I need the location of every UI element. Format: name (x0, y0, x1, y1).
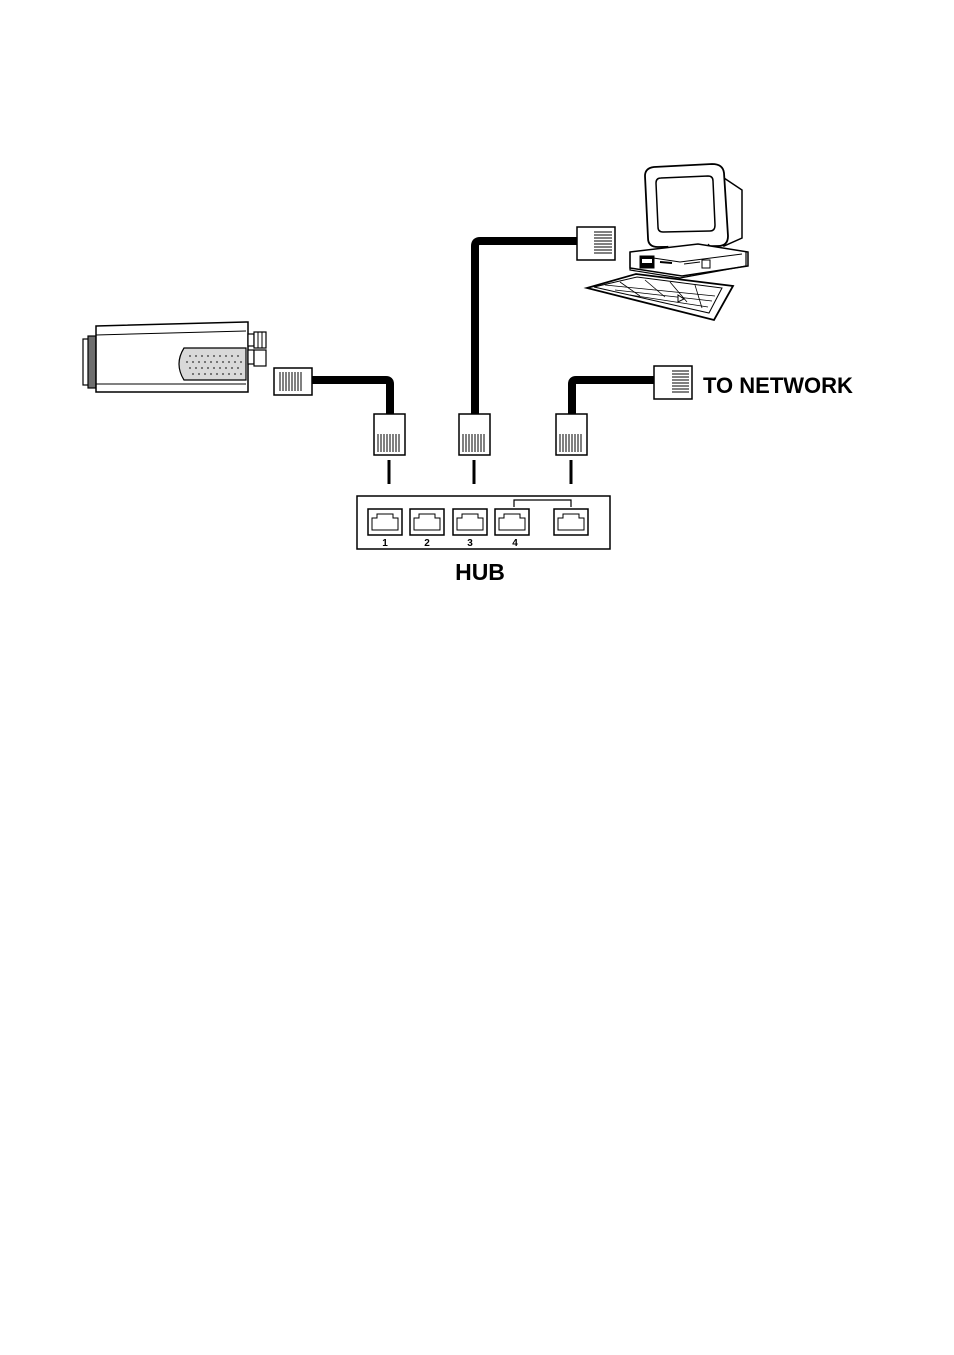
hub-port-1 (368, 509, 402, 535)
rj45-plug-icon (577, 227, 615, 260)
hub-port-number: 4 (512, 538, 518, 549)
rj45-plug-icon (459, 414, 490, 455)
hub-port-uplink (554, 509, 588, 535)
hub-port-number: 2 (424, 538, 430, 549)
network-hub-icon: 1 2 3 4 (357, 496, 610, 549)
rj45-plug-icon (654, 366, 692, 399)
hub-label: HUB (455, 559, 505, 585)
rj45-plug-icon (274, 368, 312, 395)
cable-camera-to-hub (312, 380, 390, 414)
cable-network-to-hub (572, 380, 654, 414)
hub-port-number: 3 (467, 538, 473, 549)
plug-to-hub-stubs (389, 460, 571, 484)
hub-port-3 (453, 509, 487, 535)
cable-computer-to-hub (475, 241, 577, 414)
network-label: TO NETWORK (703, 373, 853, 398)
ip-camera-icon (83, 322, 266, 392)
hub-port-4 (495, 509, 529, 535)
rj45-plug-icon (556, 414, 587, 455)
hub-port-number: 1 (382, 538, 388, 549)
rj45-plug-icon (374, 414, 405, 455)
hub-port-2 (410, 509, 444, 535)
